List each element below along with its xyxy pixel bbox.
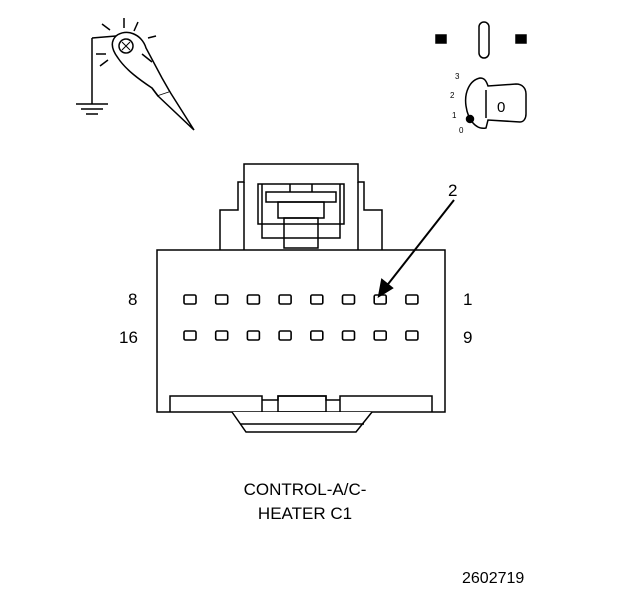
pin-2-callout-label: 2: [448, 181, 457, 200]
pin-label-8: 8: [128, 290, 138, 309]
pin-cavity: [341, 330, 356, 341]
key-position-2: 2: [450, 91, 455, 100]
pin-cavity: [278, 330, 292, 341]
pin-cavity: [246, 294, 261, 305]
pin-label-9: 9: [463, 328, 473, 347]
connector-housing: [156, 163, 446, 433]
pin-cavity: [183, 294, 197, 305]
pin-cavity: [341, 294, 356, 305]
ignition-switch-icon: [435, 21, 527, 129]
ground-symbol-icon: [76, 103, 108, 115]
pin-cavity: [246, 330, 261, 341]
pin-cavity: [214, 294, 229, 305]
pin-cavity: [309, 294, 324, 305]
pin-label-16: 16: [119, 328, 138, 347]
key-position-3: 3: [455, 72, 460, 81]
pin-cavity: [309, 330, 324, 341]
pin-cavity: [278, 294, 292, 305]
connector-pins: [183, 294, 419, 341]
pin-cavity: [405, 294, 419, 305]
pin-cavity: [214, 330, 229, 341]
pin-cavity: [183, 330, 197, 341]
ignition-key-icon: [464, 77, 527, 129]
connector-caption: CONTROL-A/C- HEATER C1: [180, 478, 430, 526]
caption-line-2: HEATER C1: [257, 504, 353, 523]
figure-id: 2602719: [462, 570, 525, 587]
pin-cavity: [405, 330, 419, 341]
caption-line-1: CONTROL-A/C-: [243, 480, 367, 499]
key-label: 0: [497, 99, 505, 116]
pin-label-1: 1: [463, 290, 473, 309]
key-position-1: 1: [452, 111, 457, 120]
pin-cavity: [373, 330, 388, 341]
key-position-0: 0: [459, 126, 464, 135]
test-light-probe-icon: [76, 18, 195, 131]
pin-2-callout-arrow: [377, 199, 455, 299]
